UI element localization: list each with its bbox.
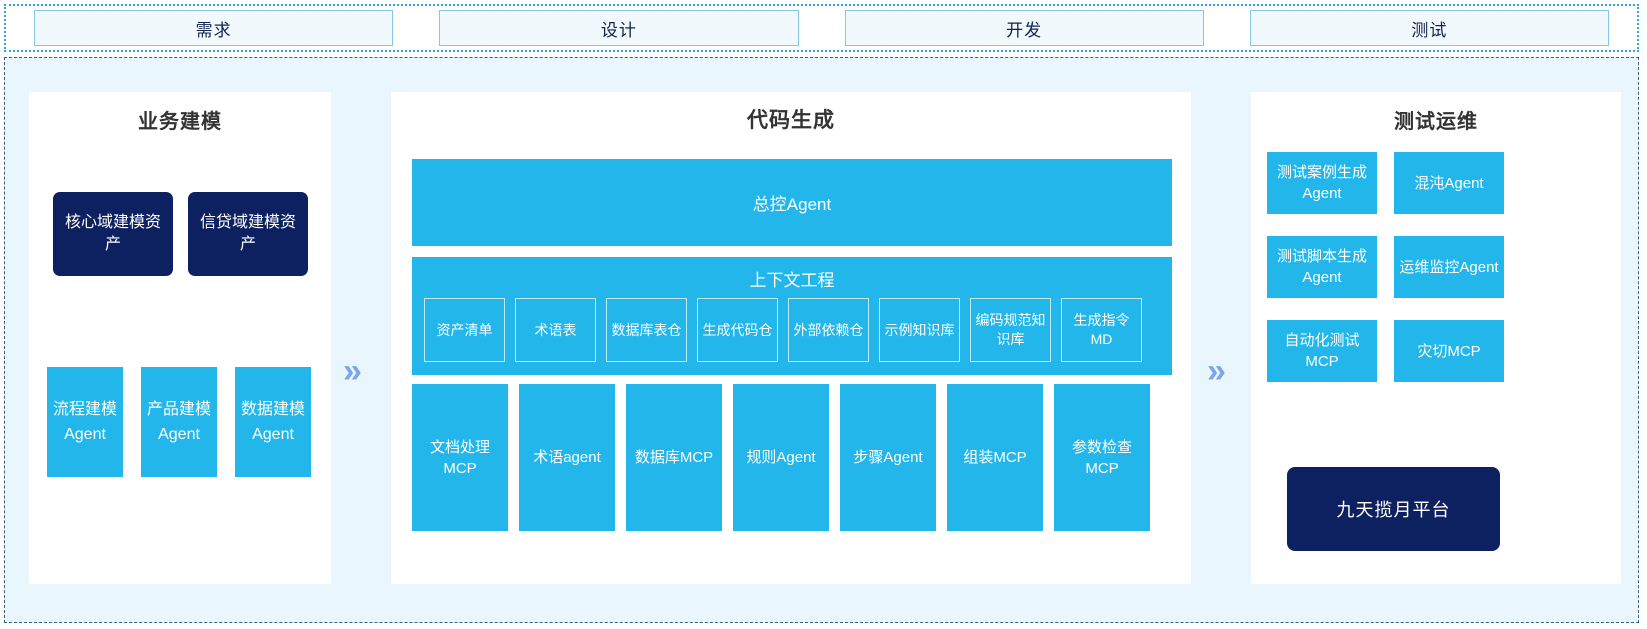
platform-box-jiutian-lanyue[interactable]: 九天揽月平台 (1287, 467, 1500, 551)
test-ops-grid: 测试案例生成Agent 混沌Agent 测试脚本生成Agent 运维监控Agen… (1267, 152, 1504, 382)
phase-box-development[interactable]: 开发 (844, 10, 1204, 46)
test-box-chaos-agent[interactable]: 混沌Agent (1394, 152, 1504, 214)
context-item-db-table-repo[interactable]: 数据库表仓 (606, 298, 687, 362)
tool-box-glossary-agent[interactable]: 术语agent (519, 384, 615, 531)
test-box-test-script-generation-agent[interactable]: 测试脚本生成Agent (1267, 236, 1377, 298)
phase-label: 设计 (600, 20, 637, 40)
tool-box-assembly-mcp[interactable]: 组装MCP (947, 384, 1043, 531)
context-item-asset-list[interactable]: 资产清单 (424, 298, 505, 362)
test-box-automated-test-mcp[interactable]: 自动化测试MCP (1267, 320, 1377, 382)
phase-strip: 需求 设计 开发 测试 (4, 4, 1639, 52)
phase-label: 需求 (195, 20, 232, 40)
context-item-generation-instruction-md[interactable]: 生成指令MD (1061, 298, 1142, 362)
phase-label: 开发 (1006, 20, 1043, 40)
context-item-example-knowledge-base[interactable]: 示例知识库 (879, 298, 960, 362)
asset-box-credit-domain[interactable]: 信贷域建模资产 (188, 192, 308, 276)
test-box-ops-monitoring-agent[interactable]: 运维监控Agent (1394, 236, 1504, 298)
panel-business-modeling: 业务建模 核心域建模资产 信贷域建模资产 流程建模Agent 产品建模Agent… (29, 92, 331, 584)
phase-box-design[interactable]: 设计 (439, 10, 799, 46)
agent-box-product-modeling[interactable]: 产品建模Agent (141, 367, 217, 477)
phase-box-requirements[interactable]: 需求 (34, 10, 394, 46)
master-agent-bar[interactable]: 总控Agent (412, 159, 1172, 246)
panel-title-business-modeling: 业务建模 (138, 111, 222, 133)
agent-box-data-modeling[interactable]: 数据建模Agent (235, 367, 311, 477)
phase-box-testing[interactable]: 测试 (1249, 10, 1609, 46)
context-engineering-items: 资产清单 术语表 数据库表仓 生成代码仓 外部依赖仓 示例知识库 编码规范知识库… (424, 298, 1142, 362)
tool-box-parameter-check-mcp[interactable]: 参数检查MCP (1054, 384, 1150, 531)
context-item-external-dependency-repo[interactable]: 外部依赖仓 (788, 298, 869, 362)
phase-label: 测试 (1411, 20, 1448, 40)
context-engineering-title: 上下文工程 (749, 271, 835, 290)
panel-title-code-generation: 代码生成 (747, 109, 835, 132)
tool-box-rule-agent[interactable]: 规则Agent (733, 384, 829, 531)
context-item-coding-standard-knowledge-base[interactable]: 编码规范知识库 (970, 298, 1051, 362)
diagram-body: 业务建模 核心域建模资产 信贷域建模资产 流程建模Agent 产品建模Agent… (4, 57, 1639, 623)
context-item-generated-code-repo[interactable]: 生成代码仓 (697, 298, 778, 362)
chevron-right-icon-2: » (1207, 352, 1226, 390)
tool-box-step-agent[interactable]: 步骤Agent (840, 384, 936, 531)
test-box-disaster-switch-mcp[interactable]: 灾切MCP (1394, 320, 1504, 382)
panel-title-test-ops: 测试运维 (1394, 111, 1478, 133)
context-item-glossary[interactable]: 术语表 (515, 298, 596, 362)
test-box-test-case-generation-agent[interactable]: 测试案例生成Agent (1267, 152, 1377, 214)
code-generation-tool-row: 文档处理MCP 术语agent 数据库MCP 规则Agent 步骤Agent 组… (412, 384, 1150, 531)
asset-box-core-domain[interactable]: 核心域建模资产 (53, 192, 173, 276)
chevron-right-icon-1: » (343, 352, 362, 390)
panel-code-generation: 代码生成 总控Agent 上下文工程 资产清单 术语表 数据库表仓 生成代码仓 … (391, 92, 1191, 584)
agent-box-process-modeling[interactable]: 流程建模Agent (47, 367, 123, 477)
business-agent-row: 流程建模Agent 产品建模Agent 数据建模Agent (47, 367, 311, 477)
panel-test-ops: 测试运维 测试案例生成Agent 混沌Agent 测试脚本生成Agent 运维监… (1251, 92, 1621, 584)
context-engineering-block: 上下文工程 资产清单 术语表 数据库表仓 生成代码仓 外部依赖仓 示例知识库 编… (412, 257, 1172, 375)
business-asset-row: 核心域建模资产 信贷域建模资产 (53, 192, 308, 276)
tool-box-document-processing-mcp[interactable]: 文档处理MCP (412, 384, 508, 531)
tool-box-database-mcp[interactable]: 数据库MCP (626, 384, 722, 531)
